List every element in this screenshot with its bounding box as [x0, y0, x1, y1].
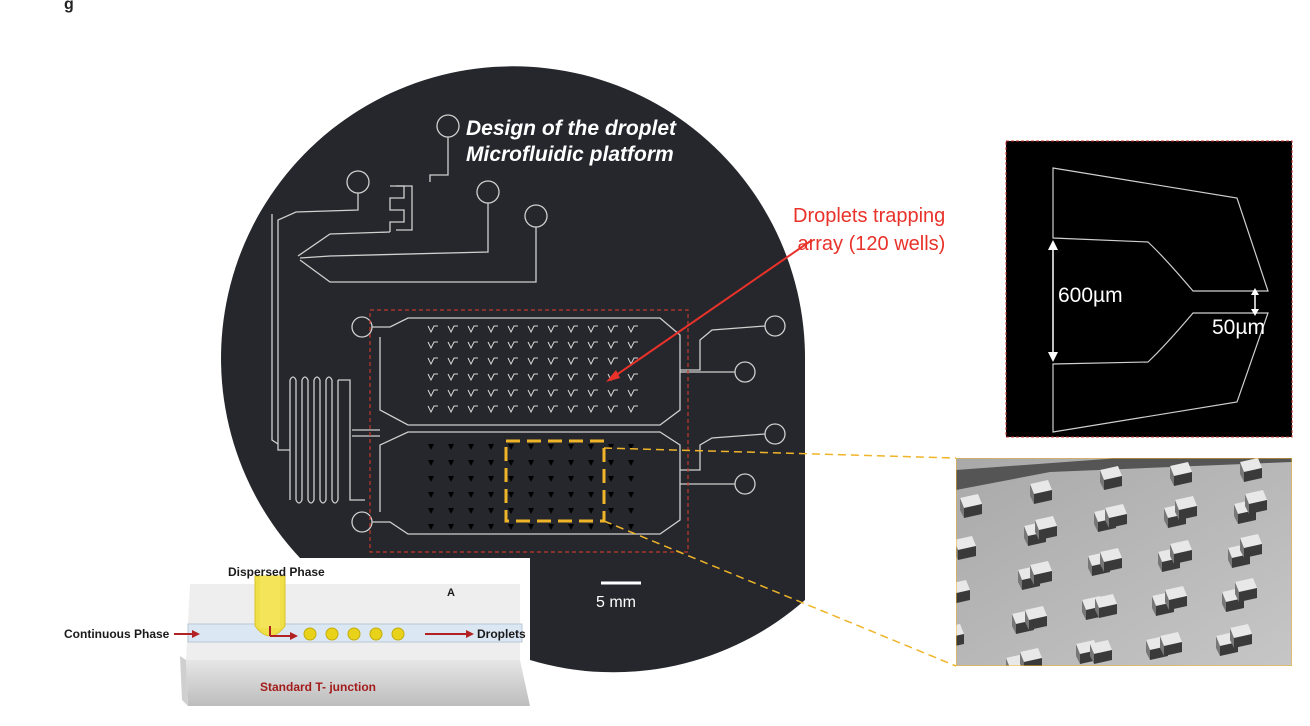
- callout-arrowhead: [606, 370, 620, 382]
- platform-title-line1: Design of the droplet: [466, 117, 676, 140]
- t-junction-caption: Standard T- junction: [260, 680, 376, 694]
- platform-title-line2: Microfluidic platform: [466, 143, 674, 166]
- platform-title: Design of the droplet Microfluidic platf…: [466, 116, 676, 168]
- callout-line2: array (120 wells): [797, 233, 946, 255]
- well-gap-label: 50µm: [1212, 316, 1265, 339]
- channel-network: [271, 114, 548, 504]
- t-junction-chip: [174, 575, 530, 706]
- trap-wells-upper: [427, 325, 639, 413]
- panel-letter: A: [447, 587, 455, 599]
- zoom-line-top: [603, 447, 957, 459]
- zoom-render-3d: [956, 458, 1292, 666]
- well-height-label: 600µm: [1058, 284, 1123, 307]
- continuous-phase-label: Continuous Phase: [64, 627, 170, 641]
- header-fragment: g: [64, 0, 74, 13]
- callout-line1: Droplets trapping: [793, 205, 946, 227]
- scale-label: 5 mm: [596, 594, 636, 611]
- dispersed-phase-label: Dispersed Phase: [228, 565, 325, 579]
- well-detail-panel: [1005, 140, 1293, 438]
- zoom-region: [504, 439, 606, 523]
- trapping-array-callout: Droplets trapping array (120 wells): [793, 202, 945, 258]
- zoom-line-bottom: [603, 520, 957, 667]
- callout-arrow: [611, 239, 813, 379]
- droplets-label: Droplets: [477, 627, 526, 641]
- trapping-chambers: [351, 315, 786, 535]
- wafer-disc: [221, 66, 806, 673]
